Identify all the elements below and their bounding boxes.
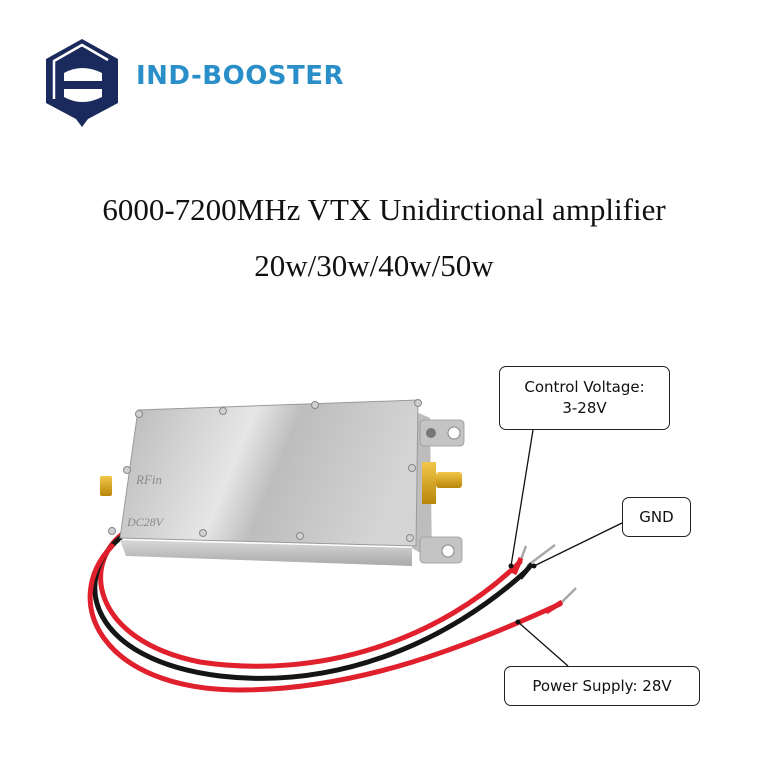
control-voltage-callout: Control Voltage: 3-28V (499, 366, 670, 430)
rfin-label: RFin (135, 472, 162, 487)
gnd-callout: GND (622, 497, 691, 537)
dc28v-label: DC28V (126, 515, 165, 529)
rf-out-connector (436, 472, 462, 488)
product-title: 6000-7200MHz VTX Unidirctional amplifier (102, 192, 666, 227)
brand-name: IND-BOOSTER (136, 61, 345, 91)
power-supply-callout: Power Supply: 28V (504, 666, 700, 706)
control-voltage-label: Control Voltage: (524, 378, 645, 396)
brand-logo-icon (46, 39, 118, 127)
product-power-options: 20w/30w/40w/50w (254, 248, 494, 283)
control-voltage-value: 3-28V (562, 399, 607, 417)
rf-in-connector (100, 476, 112, 496)
gnd-label: GND (639, 507, 674, 526)
wire-red-control (87, 527, 563, 693)
power-supply-label: Power Supply: 28V (532, 676, 672, 695)
